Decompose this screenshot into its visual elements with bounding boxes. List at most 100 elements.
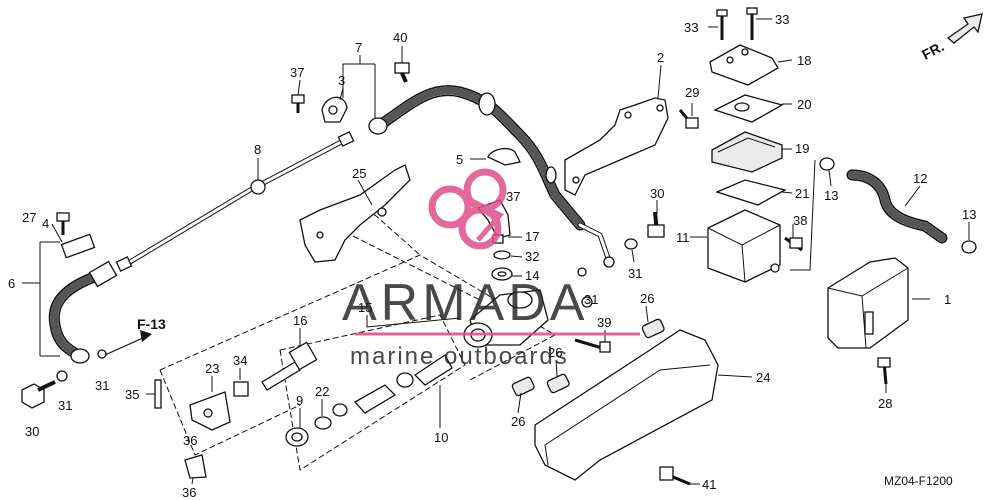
label-part-14: 14 (525, 268, 539, 283)
label-part-30-left: 30 (25, 424, 39, 439)
gasket-20 (713, 94, 784, 123)
label-part-40: 40 (393, 30, 407, 45)
label-part-7: 7 (355, 40, 362, 55)
clip-5 (487, 147, 521, 166)
hose-12 (846, 169, 948, 244)
label-part-18: 18 (797, 53, 811, 68)
label-part-26-mid: 26 (548, 345, 562, 360)
grommets-26 (511, 318, 665, 397)
reference-f13: F-13 (104, 316, 166, 356)
cover-24 (534, 329, 719, 481)
reference-marker: F-13 (137, 316, 166, 332)
seal-21 (715, 179, 787, 206)
bolt-30-right (647, 211, 665, 238)
label-part-16: 16 (293, 313, 307, 328)
label-part-13-right: 13 (962, 207, 976, 222)
clamp-13-left (819, 157, 835, 171)
label-part-20: 20 (797, 97, 811, 112)
bolt-40 (394, 62, 410, 83)
element-19 (711, 131, 783, 173)
label-part-37-top: 37 (290, 65, 304, 80)
watermark-brand: ARMADA (342, 274, 588, 332)
bolt-38 (784, 236, 803, 252)
label-part-29: 29 (685, 85, 699, 100)
label-part-36-top: 36 (183, 433, 197, 448)
label-part-31-center: 31 (584, 292, 598, 307)
nut-34 (233, 381, 249, 397)
bolt-29 (678, 109, 699, 129)
label-part-39: 39 (597, 315, 611, 330)
bolt-30-left (21, 380, 56, 409)
front-arrow: FR. (919, 13, 983, 63)
label-part-23: 23 (205, 361, 219, 376)
label-part-38: 38 (793, 213, 807, 228)
hose-assembly-6 (48, 233, 118, 382)
part-labels: 1 2 3 4 5 6 7 8 9 10 11 12 13 13 14 15 1… (8, 12, 976, 500)
label-part-19: 19 (795, 141, 809, 156)
label-part-11: 11 (676, 230, 690, 245)
label-part-35: 35 (125, 387, 139, 402)
watermark: ARMADA marine outboards (342, 168, 640, 370)
label-part-33-left: 33 (684, 20, 698, 35)
ring-22 (314, 416, 332, 430)
clamp-13-right (961, 240, 977, 254)
bolt-27 (56, 212, 70, 235)
hose-assembly-7 (368, 85, 615, 268)
nut-9 (285, 427, 309, 447)
washer-31-right (624, 238, 638, 250)
clamp-3 (321, 96, 348, 123)
cover-plate-18 (709, 44, 779, 86)
leader-lines (22, 18, 970, 485)
armada-logo-icon (428, 168, 507, 250)
label-part-31-left-top: 31 (95, 378, 109, 393)
bracket-2 (564, 97, 669, 196)
bolt-16 (261, 341, 318, 391)
label-part-1: 1 (944, 292, 951, 307)
label-part-41: 41 (702, 477, 716, 492)
bolt-37-top (291, 94, 305, 113)
bracket-25 (299, 164, 411, 263)
washer-14 (491, 267, 513, 281)
valve-assembly-15 (332, 354, 453, 417)
label-part-27: 27 (22, 210, 36, 225)
label-part-24: 24 (756, 370, 770, 385)
label-part-15: 15 (358, 300, 372, 315)
label-part-22: 22 (315, 384, 329, 399)
label-part-26-bottom: 26 (511, 414, 525, 429)
label-part-13-left: 13 (824, 188, 838, 203)
label-part-33-right: 33 (775, 12, 789, 27)
pin-35 (154, 379, 162, 409)
bolt-28 (877, 357, 891, 385)
label-part-2: 2 (657, 50, 664, 65)
label-part-6: 6 (8, 276, 15, 291)
watermark-tagline: marine outboards (350, 343, 569, 370)
bracket-23 (189, 391, 231, 431)
label-part-34: 34 (233, 353, 247, 368)
label-part-4: 4 (42, 216, 49, 231)
label-part-28: 28 (878, 396, 892, 411)
clip-36 (184, 454, 207, 479)
label-part-12: 12 (913, 171, 927, 186)
label-part-21: 21 (795, 186, 809, 201)
label-part-17: 17 (525, 229, 539, 244)
case-11 (707, 209, 781, 283)
o-ring-32 (493, 250, 511, 260)
label-part-25: 25 (352, 166, 366, 181)
label-part-30-right: 30 (650, 186, 664, 201)
label-part-31-left-bottom: 31 (58, 398, 72, 413)
fuel-hose-8 (115, 131, 355, 272)
label-part-37-center: 37 (506, 189, 520, 204)
screws-33 (716, 7, 758, 40)
label-part-5: 5 (456, 152, 463, 167)
label-part-36-bottom: 36 (182, 485, 196, 500)
label-part-3: 3 (338, 73, 345, 88)
diagram-code: MZ04-F1200 (884, 474, 953, 488)
label-part-9: 9 (296, 393, 303, 408)
canister-1 (827, 257, 909, 349)
label-part-8: 8 (254, 142, 261, 157)
label-part-32: 32 (525, 249, 539, 264)
front-marker: FR. (919, 38, 946, 63)
label-part-10: 10 (434, 430, 448, 445)
label-part-31-right: 31 (628, 266, 642, 281)
